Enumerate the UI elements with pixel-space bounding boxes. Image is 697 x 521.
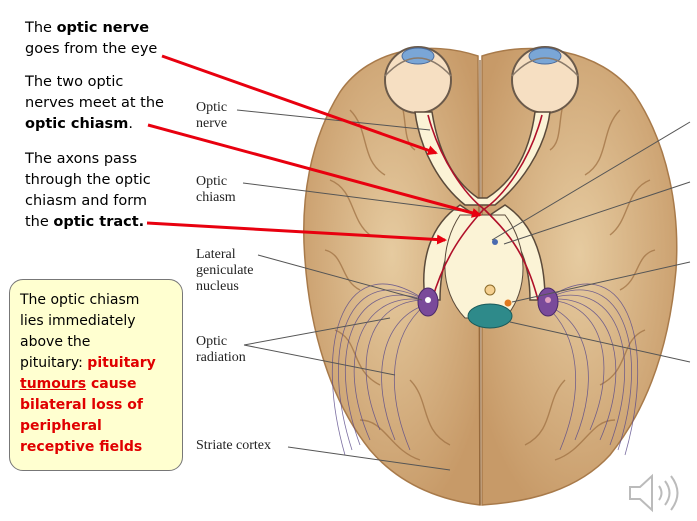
- note-optic-nerve: The optic nerve goes from the eye: [25, 20, 158, 57]
- arrow-optic-nerve: [161, 54, 438, 156]
- leader-lines: [236, 109, 691, 471]
- pituitary-callout: The optic chiasm lies immediately above …: [9, 279, 183, 471]
- label-striate-cortex: Striate cortex: [196, 438, 272, 453]
- arrow-optic-chiasm: [147, 123, 482, 218]
- arrow-optic-tract: [146, 221, 447, 245]
- red-arrows: [146, 54, 482, 245]
- optic-radiation-right: [544, 283, 639, 456]
- optic-radiation-left: [331, 283, 426, 456]
- right-eye: [511, 46, 579, 114]
- speaker-icon[interactable]: [626, 471, 686, 515]
- left-eye: [384, 46, 452, 114]
- note-optic-tract: The axons pass through the optic chiasm …: [25, 151, 151, 230]
- note-optic-chiasm: The two optic nerves meet at the optic c…: [25, 74, 164, 132]
